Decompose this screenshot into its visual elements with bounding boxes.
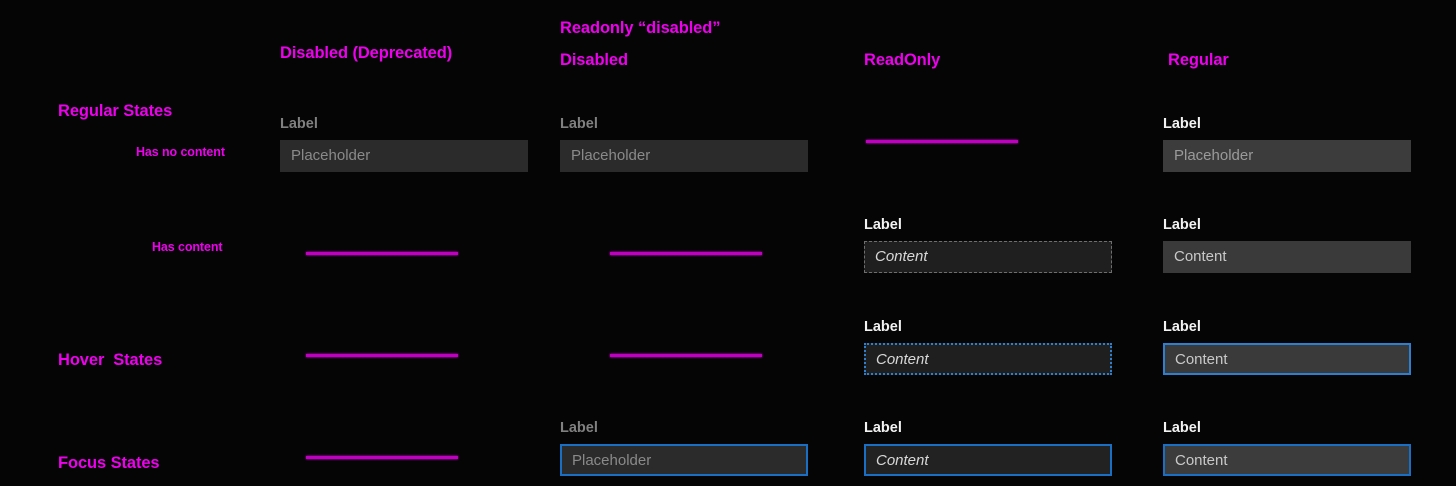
text-input-regular-empty[interactable]: Placeholder	[1163, 140, 1411, 172]
not-applicable-strike-disabled-hover	[610, 354, 762, 357]
column-header-readonly-disabled-note: Readonly “disabled”	[560, 19, 721, 37]
not-applicable-strike-disabled-content	[610, 252, 762, 255]
field-regular-hover: Label Content	[1163, 318, 1411, 375]
row-header-regular-states: Regular States	[58, 102, 173, 120]
field-regular-empty: Label Placeholder	[1163, 115, 1411, 172]
field-disabled-focus: Label Placeholder	[560, 419, 808, 476]
row-sublabel-has-no-content: Has no content	[136, 145, 225, 159]
field-label: Label	[1163, 319, 1201, 335]
field-label: Label	[1163, 116, 1201, 132]
field-readonly-focus: Label Content	[864, 419, 1112, 476]
text-input-regular-content[interactable]: Content	[1163, 241, 1411, 273]
text-input-disabled-empty: Placeholder	[560, 140, 808, 172]
field-label: Label	[864, 420, 902, 436]
column-header-regular: Regular	[1168, 51, 1229, 69]
text-input-regular-focus[interactable]: Content	[1163, 444, 1411, 476]
text-input-readonly-content[interactable]: Content	[864, 241, 1112, 273]
field-disabled-empty: Label Placeholder	[560, 115, 808, 172]
row-header-hover-states: Hover States	[58, 351, 163, 369]
not-applicable-strike-disabled-deprecated-content	[306, 252, 458, 255]
field-readonly-content: Label Content	[864, 216, 1112, 273]
field-label: Label	[560, 116, 598, 132]
field-label: Label	[864, 217, 902, 233]
not-applicable-strike-disabled-deprecated-focus	[306, 456, 458, 459]
not-applicable-strike-disabled-deprecated-hover	[306, 354, 458, 357]
text-input-readonly-focus[interactable]: Content	[864, 444, 1112, 476]
row-sublabel-has-content: Has content	[152, 240, 223, 254]
field-label: Label	[560, 420, 598, 436]
column-header-disabled: Disabled	[560, 51, 628, 69]
text-input-disabled-deprecated-empty: Placeholder	[280, 140, 528, 172]
not-applicable-strike-readonly-empty	[866, 140, 1018, 143]
field-label: Label	[864, 319, 902, 335]
text-input-disabled-focus[interactable]: Placeholder	[560, 444, 808, 476]
field-disabled-deprecated-empty: Label Placeholder	[280, 115, 528, 172]
field-regular-focus: Label Content	[1163, 419, 1411, 476]
field-regular-content: Label Content	[1163, 216, 1411, 273]
text-input-readonly-hover[interactable]: Content	[864, 343, 1112, 375]
field-readonly-hover: Label Content	[864, 318, 1112, 375]
row-header-focus-states: Focus States	[58, 454, 160, 472]
field-label: Label	[1163, 217, 1201, 233]
field-label: Label	[280, 116, 318, 132]
column-header-readonly: ReadOnly	[864, 51, 941, 69]
column-header-disabled-deprecated: Disabled (Deprecated)	[280, 44, 453, 62]
text-input-regular-hover[interactable]: Content	[1163, 343, 1411, 375]
field-label: Label	[1163, 420, 1201, 436]
